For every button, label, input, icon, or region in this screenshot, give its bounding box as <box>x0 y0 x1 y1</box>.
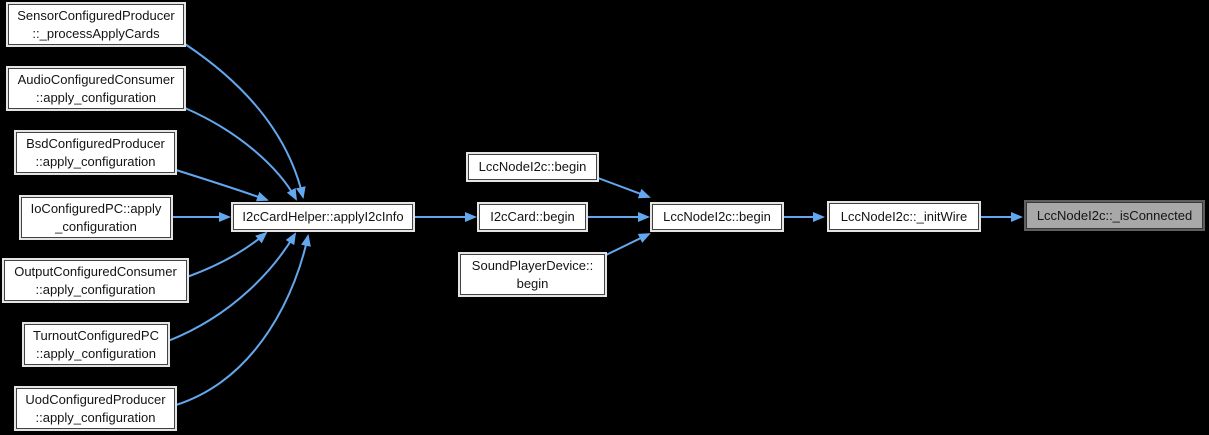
node-uodconfiguredproducer-apply-configuration[interactable]: UodConfiguredProducer ::apply_configurat… <box>16 388 175 429</box>
node-turnoutconfiguredpc-apply-configuration[interactable]: TurnoutConfiguredPC ::apply_configuratio… <box>24 324 168 365</box>
edge-audio-to-applyi2cinfo <box>184 107 297 201</box>
edge-soundplayer-begin-to-lccnode-begin <box>605 233 651 256</box>
edge-output-to-applyi2cinfo <box>186 231 268 278</box>
node-outputconfiguredconsumer-apply-configuration[interactable]: OutputConfiguredConsumer ::apply_configu… <box>4 260 187 301</box>
node-i2ccardhelper-applyi2cinfo[interactable]: I2cCardHelper::applyI2cInfo <box>233 204 413 230</box>
node-lccnodei2c-initwire[interactable]: LccNodeI2c::_initWire <box>829 203 979 230</box>
edge-uod-to-applyi2cinfo <box>175 234 311 406</box>
node-soundplayerdevice-begin[interactable]: SoundPlayerDevice:: begin <box>460 254 605 295</box>
node-i2ccard-begin[interactable]: I2cCard::begin <box>479 204 586 230</box>
node-ioconfiguredpc-apply-configuration[interactable]: IoConfiguredPC::apply _configuration <box>21 197 171 238</box>
edge-bsd-to-applyi2cinfo <box>175 169 269 202</box>
node-lccnodei2c-begin-caller[interactable]: LccNodeI2c::begin <box>468 154 597 180</box>
edge-sensor-to-applyi2cinfo <box>184 43 306 199</box>
node-bsdconfiguredproducer-apply-configuration[interactable]: BsdConfiguredProducer ::apply_configurat… <box>16 132 175 173</box>
edge-turnout-to-applyi2cinfo <box>167 232 297 342</box>
node-lccnodei2c-isconnected-current: LccNodeI2c::_isConnected <box>1026 202 1203 229</box>
node-audioconfiguredconsumer-apply-configuration[interactable]: AudioConfiguredConsumer ::apply_configur… <box>8 68 184 109</box>
node-lccnodei2c-begin[interactable]: LccNodeI2c::begin <box>652 204 782 230</box>
node-sensorconfiguredproducer-processapplycards[interactable]: SensorConfiguredProducer ::_processApply… <box>8 4 184 45</box>
edge-lccnode-begin-caller-to-lccnode-begin <box>597 177 651 199</box>
